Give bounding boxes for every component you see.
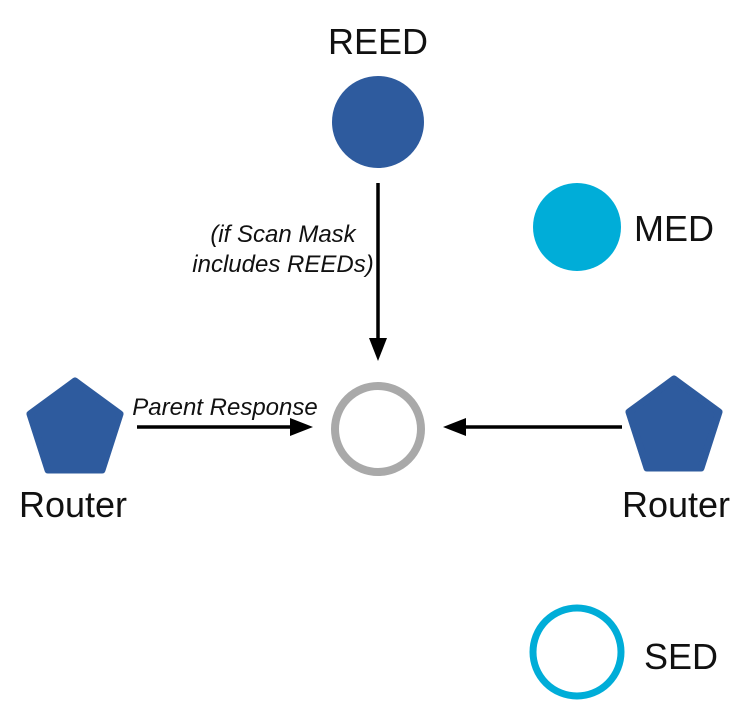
med-node-circle bbox=[533, 183, 621, 271]
parent-node-circle bbox=[331, 382, 425, 476]
arrow-reed-to-parent-head bbox=[369, 338, 387, 361]
med-label: MED bbox=[634, 208, 714, 249]
router-left-label: Router bbox=[18, 484, 128, 525]
reed-label: REED bbox=[327, 21, 429, 62]
arrow-router-left-to-parent bbox=[137, 418, 313, 436]
arrow-router-left-to-parent-head bbox=[290, 418, 313, 436]
arrow-router-right-to-parent-head bbox=[443, 418, 466, 436]
router-right-pentagon bbox=[625, 375, 723, 472]
reed-node-circle bbox=[332, 76, 424, 168]
parent-response-annotation: Parent Response bbox=[132, 394, 318, 421]
scan-mask-annotation: (if Scan Mask includes REEDs) bbox=[190, 220, 376, 280]
router-right-label: Router bbox=[621, 484, 731, 525]
scan-mask-annotation-line1: (if Scan Mask bbox=[210, 221, 356, 248]
arrow-router-right-to-parent bbox=[443, 418, 622, 436]
arrow-reed-to-parent bbox=[369, 183, 387, 361]
sed-node-circle bbox=[529, 604, 625, 700]
router-left-pentagon bbox=[26, 377, 124, 474]
scan-mask-annotation-line2: includes REEDs) bbox=[192, 251, 374, 278]
sed-label: SED bbox=[644, 636, 719, 677]
